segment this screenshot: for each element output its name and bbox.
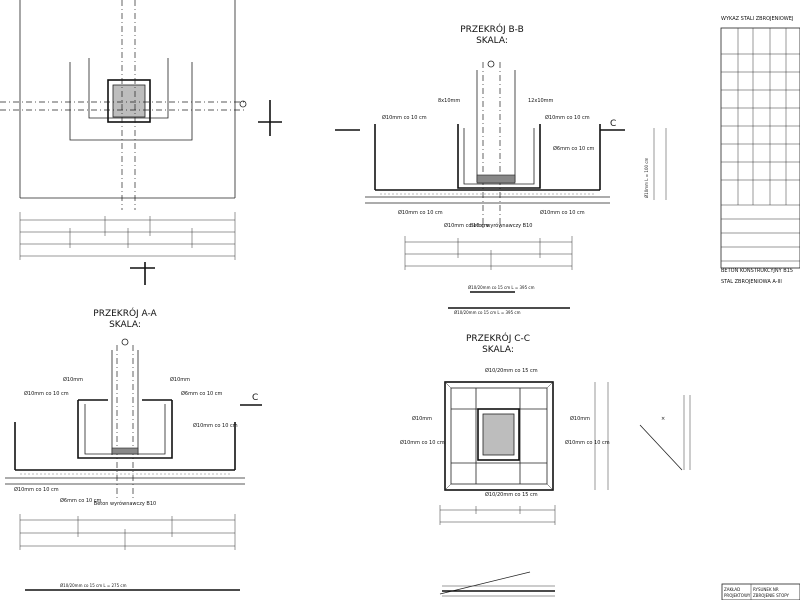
- aa-label-4: Ø6mm co 10 cm: [181, 390, 223, 397]
- section-aa-scale: SKALA:: [109, 320, 141, 330]
- bb-label-2: 12x10mm: [528, 98, 554, 104]
- bb-label-4: Ø10mm co 10 cm: [545, 114, 590, 121]
- tb-line1: ZAKŁAD: [724, 587, 740, 592]
- bottom-detail: [439, 571, 555, 597]
- note-concrete: BETON KONSTRUKCYJNY B15: [721, 268, 793, 274]
- aa-bottom: Ø10/20mm co 15 cm L = 275 cm: [60, 583, 127, 588]
- bb-bottom-2: Ø10/20mm co 15 cm L = 395 cm: [454, 310, 521, 315]
- bb-label-8: Ø10mm co 10 cm: [444, 222, 489, 229]
- aa-label-7: Ø6mm co 10 cm: [60, 497, 102, 504]
- tb-line4: ZBROJENIE STOPY: [753, 593, 790, 598]
- aa-label-3: Ø10mm co 10 cm: [24, 390, 69, 397]
- cc-label-3: Ø10mm: [570, 415, 590, 422]
- bb-label-7: Ø10mm co 10 cm: [540, 209, 585, 216]
- section-cc-scale: SKALA:: [482, 345, 514, 355]
- column-hatch: [112, 84, 146, 118]
- marker-c-label-aa: C: [252, 393, 258, 403]
- table-title: WYKAZ STALI ZBROJENIOWEJ: [721, 16, 793, 22]
- section-aa-title: PRZEKRÓJ A-A: [93, 307, 157, 319]
- column-hatch-cc: [482, 413, 515, 456]
- bb-label-1: 8x10mm: [438, 98, 460, 104]
- aa-label-2: Ø10mm: [170, 376, 190, 383]
- aa-label-8: Beton wyrównawczy B10: [94, 500, 156, 507]
- aa-label-1: Ø10mm: [63, 376, 83, 383]
- section-cc-title: PRZEKRÓJ C-C: [466, 332, 530, 344]
- section-cc: PRZEKRÓJ C-C SKALA: Ø10/20mm co 15 cm Ø1…: [400, 332, 610, 525]
- cc-label-5: Ø10mm co 10 cm: [565, 439, 610, 446]
- tb-line3: RYSUNEK NR: [753, 587, 779, 592]
- bb-label-3: Ø10mm co 10 cm: [382, 114, 427, 121]
- aa-label-6: Ø10mm co 10 cm: [14, 486, 59, 493]
- section-bb-title: PRZEKRÓJ B-B: [460, 23, 524, 35]
- steel-schedule: WYKAZ STALI ZBROJENIOWEJ BETON KONSTRUKC…: [720, 16, 800, 285]
- section-bb-scale: SKALA:: [476, 36, 508, 46]
- marker-c-label: C: [610, 119, 616, 129]
- bb-label-9: Beton wyrównawczy B10: [470, 222, 532, 229]
- bb-label-6: Ø10mm co 10 cm: [398, 209, 443, 216]
- bent-bar-detail: ×: [639, 395, 691, 471]
- cc-label-1: Ø10/20mm co 15 cm: [485, 367, 538, 374]
- plan-view: [0, 0, 282, 285]
- section-bb: PRZEKRÓJ B-B SKALA: C 8x10mm 12x10mm Ø10…: [335, 23, 667, 315]
- tb-line2: PROJEKTOWY: [724, 593, 751, 598]
- title-block: ZAKŁAD PROJEKTOWY RYSUNEK NR ZBROJENIE S…: [721, 583, 800, 600]
- note-steel: STAL ZBROJENIOWA A-III: [721, 279, 782, 285]
- section-aa: PRZEKRÓJ A-A SKALA: C Ø10mm Ø10mm Ø10mm …: [5, 307, 262, 591]
- cc-label-2: Ø10mm: [412, 415, 432, 422]
- bb-label-5: Ø6mm co 10 cm: [553, 145, 595, 152]
- bb-bottom-1: Ø10/20mm co 15 cm L = 395 cm: [468, 285, 535, 290]
- right-label: Ø10mm L = 100 cm: [644, 157, 649, 198]
- cc-label-6: Ø10/20mm co 15 cm: [485, 491, 538, 498]
- cc-label-4: Ø10mm co 10 cm: [400, 439, 445, 446]
- aa-label-5: Ø10mm co 10 cm: [193, 422, 238, 429]
- bent-bar-glyph: ×: [661, 416, 665, 422]
